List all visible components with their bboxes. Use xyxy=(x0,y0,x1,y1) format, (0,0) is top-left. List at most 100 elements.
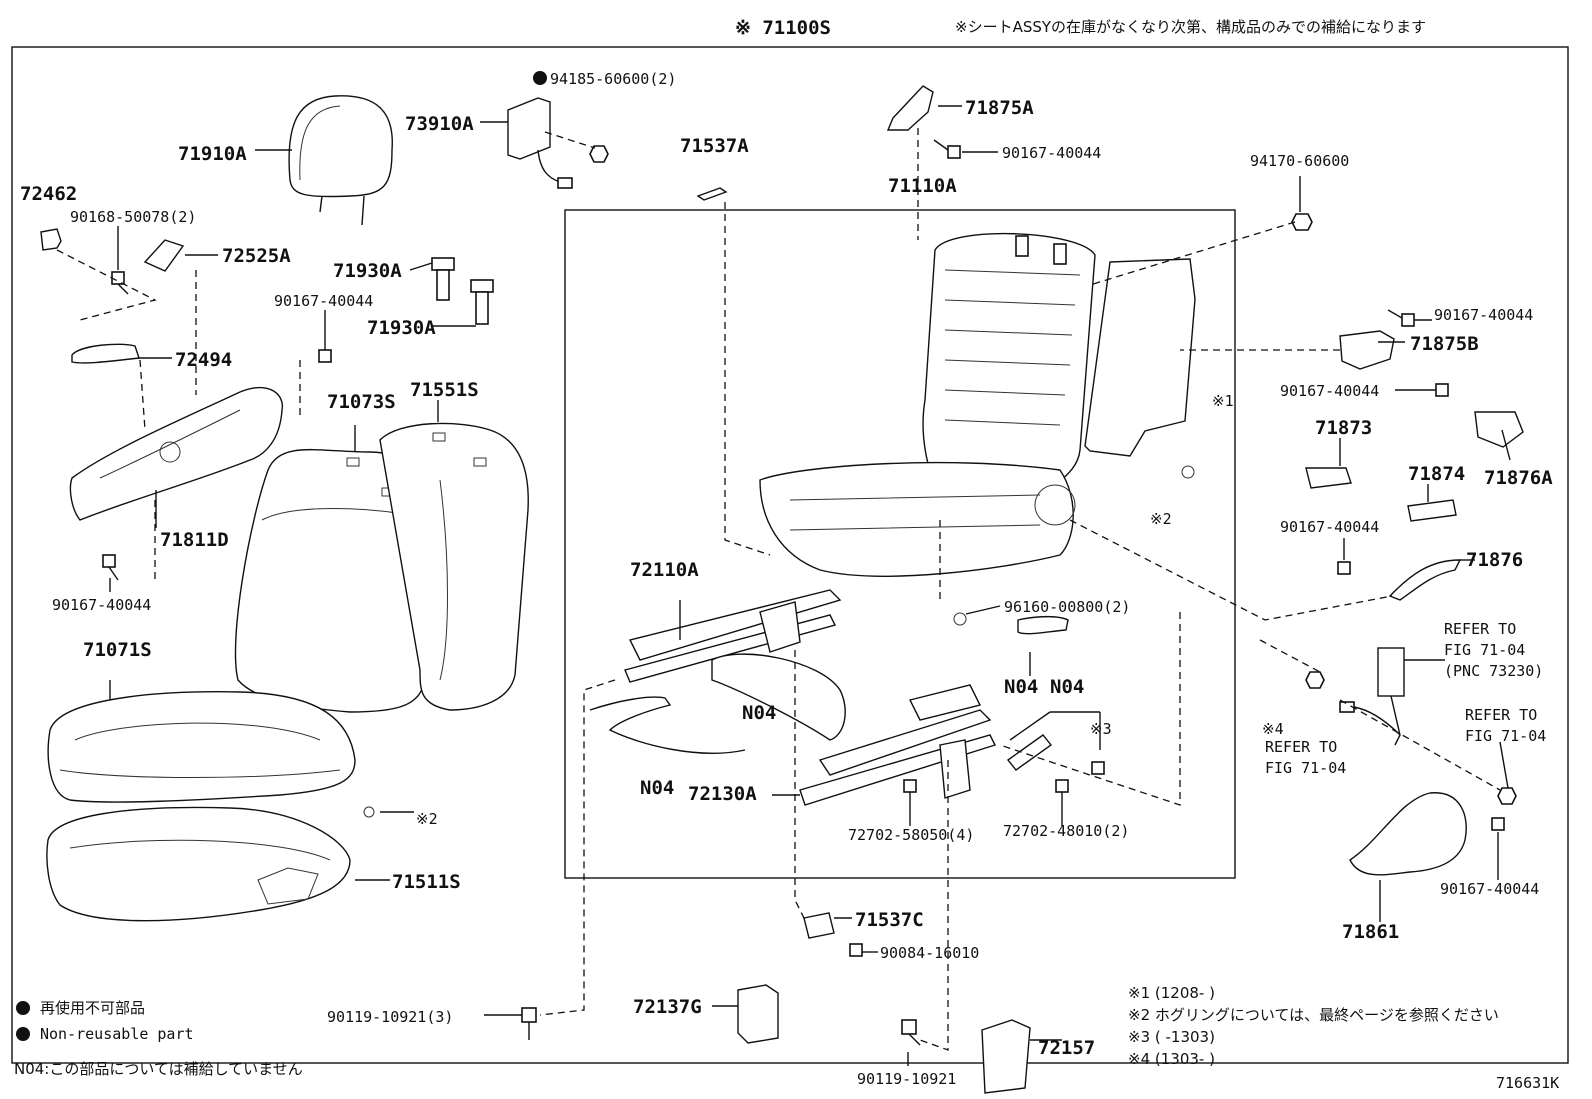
legend-nonreusable-jp: 再使用不可部品 xyxy=(40,999,145,1017)
ref1-line3[interactable]: (PNC 73230) xyxy=(1444,662,1543,680)
label-90167-bottom-right[interactable]: 90167-40044 xyxy=(1440,880,1539,898)
label-71511S[interactable]: 71511S xyxy=(392,871,461,893)
screw-90167-right-low-drawing xyxy=(1337,561,1351,575)
label-90167-right-mid[interactable]: 90167-40044 xyxy=(1280,382,1379,400)
bracket-71874-drawing xyxy=(1407,499,1457,522)
label-71876A[interactable]: 71876A xyxy=(1484,467,1553,489)
nut-ref3-drawing xyxy=(1497,787,1517,805)
label-N04-wire[interactable]: N04 xyxy=(640,777,674,799)
screw-90167-right-top-drawing xyxy=(1387,309,1415,327)
label-72702-48010[interactable]: 72702-48010(2) xyxy=(1003,822,1129,840)
label-96160[interactable]: 96160-00800(2) xyxy=(1004,598,1130,616)
wire-N04-drawing xyxy=(589,696,746,754)
label-72157[interactable]: 72157 xyxy=(1038,1037,1095,1059)
label-90167-right-low[interactable]: 90167-40044 xyxy=(1280,518,1379,536)
bracket-71873-drawing xyxy=(1305,467,1352,489)
part-71537A-drawing xyxy=(696,187,728,201)
label-72110A[interactable]: 72110A xyxy=(630,559,699,581)
back-cover-71073S-drawing xyxy=(234,448,441,713)
bracket-71876-drawing xyxy=(1388,559,1462,601)
label-72525A[interactable]: 72525A xyxy=(222,245,291,267)
bolt-90119-left-drawing xyxy=(521,1007,537,1040)
ref1-line2[interactable]: FIG 71-04 xyxy=(1444,641,1525,659)
label-71873[interactable]: 71873 xyxy=(1315,417,1372,439)
ref1-line1[interactable]: REFER TO xyxy=(1444,620,1516,638)
buckle-drawing xyxy=(1339,647,1405,746)
label-90167-mid[interactable]: 90167-40044 xyxy=(274,292,373,310)
label-90119-left[interactable]: 90119-10921(3) xyxy=(327,1008,453,1026)
label-71537A[interactable]: 71537A xyxy=(680,135,749,157)
label-71910A[interactable]: 71910A xyxy=(178,143,247,165)
label-71876[interactable]: 71876 xyxy=(1466,549,1523,571)
legend-n04-note: N04:この部品については補給していません xyxy=(14,1060,303,1078)
headrest-drawing xyxy=(288,95,393,226)
screw-90084-drawing xyxy=(849,943,863,957)
ref3-line1[interactable]: REFER TO xyxy=(1465,706,1537,724)
label-71930A-lower[interactable]: 71930A xyxy=(367,317,436,339)
bolts-72702-drawing xyxy=(903,761,1105,793)
bar-N04b-drawing xyxy=(1017,615,1069,635)
label-N04-upper-left[interactable]: N04 xyxy=(1004,676,1038,698)
label-90167-top[interactable]: 90167-40044 xyxy=(1002,144,1101,162)
label-90167-left[interactable]: 90167-40044 xyxy=(52,596,151,614)
mark-4: ※4 xyxy=(1262,720,1284,738)
bracket-71875B-drawing xyxy=(1339,330,1395,370)
label-71073S[interactable]: 71073S xyxy=(327,391,396,413)
label-72462[interactable]: 72462 xyxy=(20,183,77,205)
legend-nonreusable-en: Non-reusable part xyxy=(40,1025,194,1043)
module-73910A-drawing xyxy=(507,97,573,189)
label-71071S[interactable]: 71071S xyxy=(83,639,152,661)
label-90168[interactable]: 90168-50078(2) xyxy=(70,208,196,226)
label-72702-58050[interactable]: 72702-58050(4) xyxy=(848,826,974,844)
dashed-lines xyxy=(56,128,1501,1051)
shield-71811D-drawing xyxy=(69,387,284,521)
label-N04-bar[interactable]: N04 xyxy=(742,702,776,724)
label-71875A[interactable]: 71875A xyxy=(965,97,1034,119)
label-71551S[interactable]: 71551S xyxy=(410,379,479,401)
label-71874[interactable]: 71874 xyxy=(1408,463,1465,485)
screw-90167-left-drawing xyxy=(102,554,119,581)
bracket-71876A-drawing xyxy=(1474,411,1524,448)
leader-lines xyxy=(109,105,1511,1066)
label-90167-right-top[interactable]: 90167-40044 xyxy=(1434,306,1533,324)
label-90119-bottom[interactable]: 90119-10921 xyxy=(857,1070,956,1088)
part-71537C-drawing xyxy=(803,912,835,939)
label-72130A[interactable]: 72130A xyxy=(688,783,757,805)
assembly-number: ※ 71100S xyxy=(735,17,831,39)
label-71110A[interactable]: 71110A xyxy=(888,175,957,197)
label-72494[interactable]: 72494 xyxy=(175,349,232,371)
ref3-line2[interactable]: FIG 71-04 xyxy=(1465,727,1546,745)
screw-90167-mid-drawing xyxy=(318,336,332,363)
guide-71930A-drawing xyxy=(431,257,494,325)
label-94185[interactable]: 94185-60600(2) xyxy=(550,70,676,88)
bar-N04-drawing xyxy=(711,653,846,741)
label-71537C[interactable]: 71537C xyxy=(855,909,924,931)
seat-frame-71110A-drawing xyxy=(759,232,1096,577)
cover-71861-drawing xyxy=(1349,792,1467,876)
label-90084[interactable]: 90084-16010 xyxy=(880,944,979,962)
label-72137G[interactable]: 72137G xyxy=(633,996,702,1018)
ref2-line1[interactable]: REFER TO xyxy=(1265,738,1337,756)
screw-90167-bottom-right-drawing xyxy=(1491,817,1505,831)
supply-note: ※シートASSYの在庫がなくなり次第、構成品のみでの補給になります xyxy=(955,18,1426,36)
back-board-drawing xyxy=(1084,258,1196,457)
footnote-2: ※2 ホグリングについては、最終ページを参照ください xyxy=(1128,1006,1499,1024)
track-72110A-drawing xyxy=(624,589,842,683)
knob-72525A-drawing xyxy=(143,239,185,272)
label-71861[interactable]: 71861 xyxy=(1342,921,1399,943)
hog-ring-symbol-right xyxy=(1181,465,1195,479)
label-71811D[interactable]: 71811D xyxy=(160,529,229,551)
label-71930A-upper[interactable]: 71930A xyxy=(333,260,402,282)
footnote-4: ※4 (1303- ) xyxy=(1128,1050,1215,1068)
label-71875B[interactable]: 71875B xyxy=(1410,333,1479,355)
mark-3: ※3 xyxy=(1090,720,1112,738)
label-94170[interactable]: 94170-60600 xyxy=(1250,152,1349,170)
clip-96160-drawing xyxy=(953,612,967,626)
legend-dot-en xyxy=(16,1027,30,1041)
bracket-71875A-drawing xyxy=(886,85,934,131)
bolt-90119-bottom-drawing xyxy=(901,1019,921,1046)
cushion-cover-71071S-drawing xyxy=(47,691,356,803)
label-N04-upper-right[interactable]: N04 xyxy=(1050,676,1084,698)
ref2-line2[interactable]: FIG 71-04 xyxy=(1265,759,1346,777)
label-73910A[interactable]: 73910A xyxy=(405,113,474,135)
